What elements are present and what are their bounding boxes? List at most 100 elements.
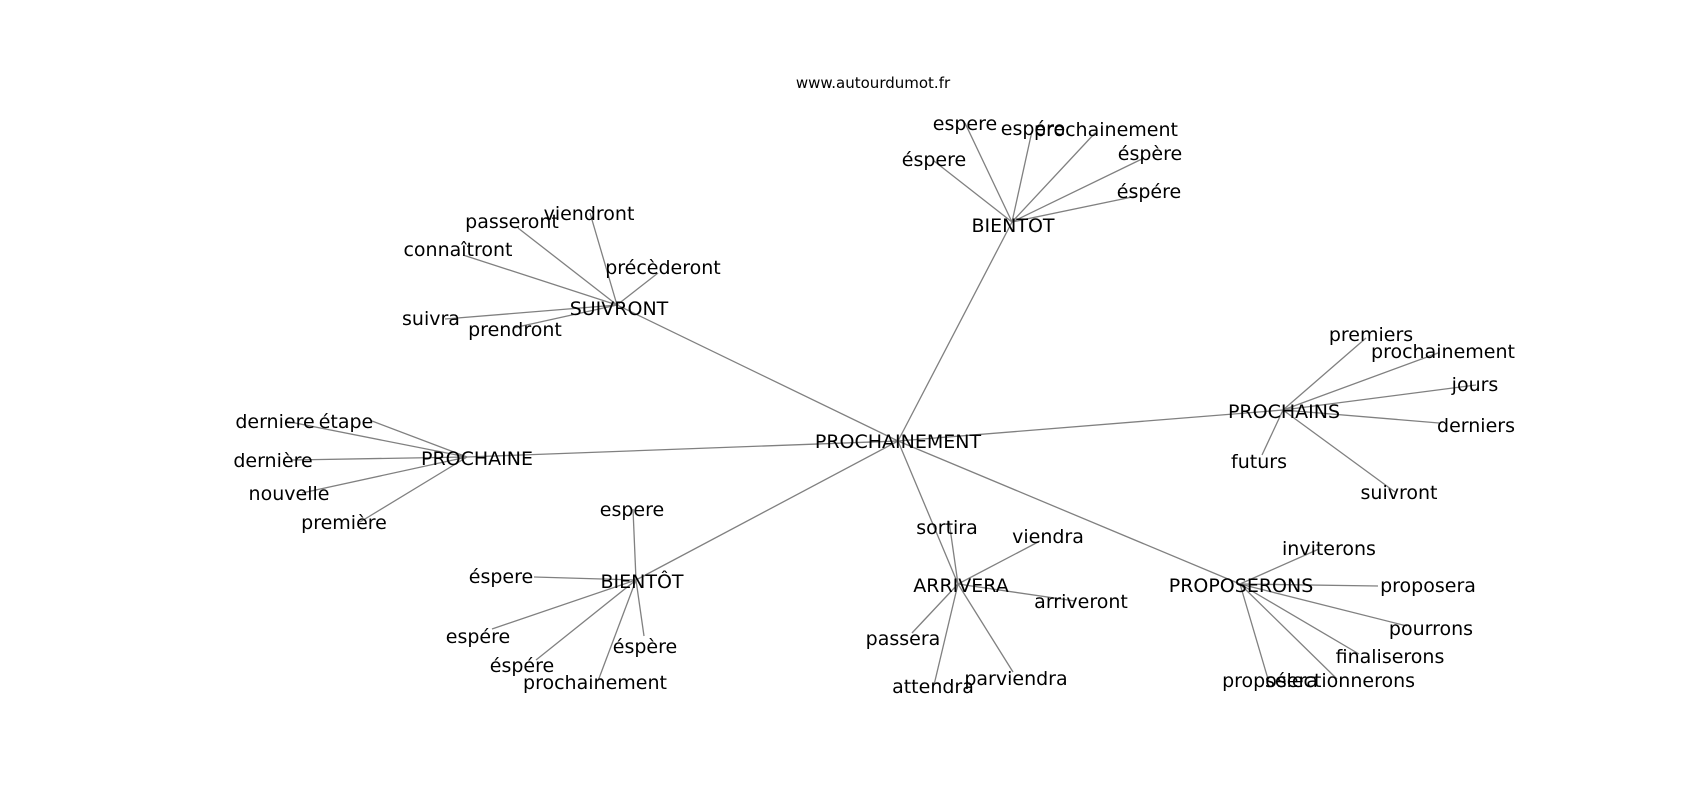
leaf-label-bientot-bottom-1: éspere (469, 566, 533, 588)
edge-proposerons-leaf-5 (1239, 583, 1338, 680)
edge-bientot-bottom-leaf-2 (491, 579, 637, 630)
leaf-label-bientot-bottom-2: espére (446, 626, 510, 648)
edge-bientot-top-leaf-5 (1011, 195, 1138, 223)
graph-edges (284, 122, 1477, 686)
edge-arrivera-leaf-0 (948, 520, 959, 585)
edge-bientot-bottom-leaf-1 (533, 576, 637, 581)
hub-label-suivront: SUIVRONT (570, 298, 669, 320)
leaf-label-arrivera-3: passera (866, 628, 941, 650)
leaf-label-suivront-0: viendront (544, 203, 635, 225)
leaf-label-suivront-3: précèderont (605, 257, 721, 279)
edge-proposerons-leaf-1 (1239, 583, 1379, 587)
leaf-label-prochains-1: prochainement (1371, 341, 1515, 363)
hub-label-prochains: PROCHAINS (1228, 401, 1340, 423)
edge-bientot-top-leaf-4 (1011, 157, 1145, 223)
edge-suivront-leaf-1 (517, 227, 618, 306)
edge-center-to-prochains (897, 409, 1284, 442)
leaf-label-suivront-2: connaîtront (403, 239, 512, 261)
leaf-label-bientot-top-0: espere (933, 113, 997, 135)
edge-prochains-leaf-3 (1282, 409, 1440, 424)
leaf-label-proposerons-0: inviterons (1282, 538, 1376, 560)
edge-suivront-leaf-3 (616, 272, 659, 306)
leaf-label-suivront-4: suivra (402, 308, 460, 330)
leaf-label-suivront-5: prendront (468, 319, 562, 341)
edge-prochains-leaf-2 (1282, 384, 1477, 411)
center-node-label: PROCHAINEMENT (815, 431, 982, 453)
edge-bientot-bottom-leaf-5 (635, 579, 645, 637)
leaf-label-proposerons-2: pourrons (1389, 618, 1473, 640)
edge-prochaine-leaf-4 (359, 456, 468, 523)
leaf-label-bientot-bottom-4: prochainement (523, 672, 667, 694)
leaf-label-prochains-0: premiers (1329, 324, 1413, 346)
edge-arrivera-leaf-2 (957, 583, 1076, 602)
edge-suivront-leaf-5 (512, 304, 618, 329)
edge-bientot-top-leaf-0 (964, 122, 1013, 223)
leaf-label-bientot-bottom-3: éspére (490, 655, 554, 677)
hub-label-prochaine: PROCHAINE (421, 448, 533, 470)
leaf-label-suivront-1: passeront (465, 211, 559, 233)
leaf-label-proposerons-4: proposera (1222, 670, 1318, 692)
edge-proposerons-leaf-4 (1239, 583, 1269, 680)
leaf-label-proposerons-1: proposera (1380, 575, 1476, 597)
leaf-label-prochains-4: futurs (1231, 451, 1287, 473)
leaf-label-bientot-top-3: éspere (902, 149, 966, 171)
leaf-label-prochains-5: suivront (1361, 482, 1438, 504)
edge-prochaine-leaf-0 (284, 420, 468, 458)
leaf-label-bientot-top-4: éspère (1118, 143, 1182, 165)
leaf-label-bientot-top-5: éspére (1117, 181, 1181, 203)
edge-proposerons-leaf-3 (1239, 583, 1360, 655)
hub-label-bientot-top: BIENTOT (971, 215, 1054, 237)
leaf-label-arrivera-1: viendra (1012, 526, 1084, 548)
edge-arrivera-leaf-3 (911, 583, 959, 634)
watermark: www.autourdumot.fr (796, 74, 951, 92)
leaf-label-bientot-bottom-0: espere (600, 499, 664, 521)
leaf-label-prochaine-1: étape (319, 411, 374, 433)
edge-suivront-leaf-0 (589, 212, 618, 306)
leaf-label-bientot-bottom-5: éspère (613, 636, 677, 658)
leaf-label-prochaine-3: nouvelle (249, 483, 330, 505)
edge-prochains-leaf-4 (1261, 409, 1284, 456)
edge-suivront-leaf-2 (462, 254, 618, 306)
edge-arrivera-leaf-1 (957, 540, 1041, 585)
edge-center-to-proposerons (897, 440, 1241, 585)
edge-arrivera-leaf-4 (933, 583, 959, 686)
leaf-label-arrivera-4: attendra (892, 676, 974, 698)
hub-label-arrivera: ARRIVERA (913, 575, 1008, 597)
hub-label-bientot-bottom: BIENTÔT (600, 569, 683, 593)
leaf-label-bientot-top-1: espére (1001, 118, 1065, 140)
edge-center-to-suivront (616, 304, 899, 442)
edge-prochaine-leaf-1 (371, 420, 468, 458)
leaf-label-prochaine-0: derniere (235, 411, 314, 433)
leaf-label-prochaine-2: dernière (233, 450, 312, 472)
graph-labels: www.autourdumot.fr PROCHAINEMENT BIENTOT… (233, 74, 1515, 698)
leaf-label-proposerons-3: finaliserons (1336, 646, 1445, 668)
leaf-label-prochaine-4: première (301, 512, 387, 534)
edge-center-to-bientot-top (897, 221, 1013, 442)
edge-bientot-top-leaf-2 (1011, 132, 1096, 223)
edge-center-to-bientot-bottom (635, 440, 899, 581)
edge-bientot-top-leaf-1 (1011, 130, 1033, 223)
leaf-label-arrivera-0: sortira (916, 517, 978, 539)
leaf-label-arrivera-2: arriveront (1034, 591, 1128, 613)
edge-bientot-bottom-leaf-3 (535, 579, 637, 661)
edge-bientot-bottom-leaf-0 (632, 508, 637, 581)
edge-arrivera-leaf-5 (957, 583, 1014, 673)
edge-prochaine-leaf-3 (301, 456, 468, 494)
leaf-label-prochains-2: jours (1451, 374, 1499, 396)
edge-prochains-leaf-1 (1282, 352, 1439, 411)
edge-suivront-leaf-4 (444, 304, 618, 320)
edge-center-to-arrivera (897, 440, 959, 585)
edge-bientot-top-leaf-3 (933, 160, 1013, 223)
edge-prochains-leaf-5 (1282, 409, 1396, 493)
edge-center-to-prochaine (466, 440, 899, 458)
edge-proposerons-leaf-0 (1239, 548, 1320, 585)
edge-prochaine-leaf-2 (291, 456, 468, 461)
leaf-label-prochains-3: derniers (1437, 415, 1515, 437)
leaf-label-arrivera-5: parviendra (964, 668, 1067, 690)
edge-bientot-bottom-leaf-4 (597, 579, 637, 682)
edge-proposerons-leaf-2 (1239, 583, 1408, 627)
edge-prochains-leaf-0 (1282, 337, 1367, 411)
hub-label-proposerons: PROPOSERONS (1169, 575, 1314, 597)
leaf-label-proposerons-5: sélectionnerons (1265, 670, 1415, 692)
